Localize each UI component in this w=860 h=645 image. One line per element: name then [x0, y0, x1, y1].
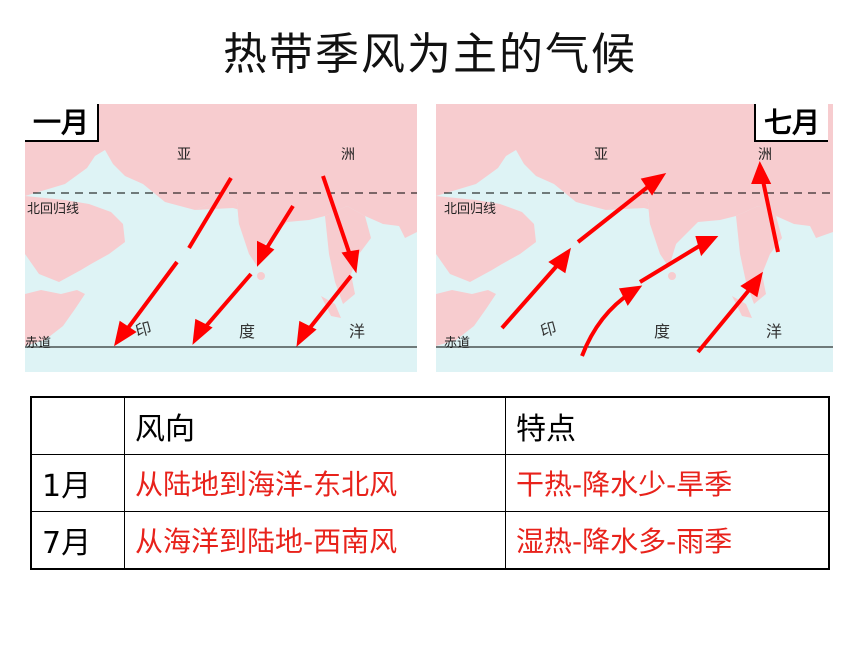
- tropic-label: 北回归线: [27, 202, 80, 217]
- table-row-month: 1月: [30, 454, 125, 512]
- wind-arrow: [760, 175, 780, 253]
- ocean-area: [436, 150, 833, 372]
- arabian-peninsula: [25, 196, 125, 282]
- ocean-label-2: 度: [654, 322, 671, 341]
- ocean-label-3: 洋: [766, 322, 783, 341]
- arrow-head: [618, 285, 643, 306]
- arrow-head: [695, 236, 719, 257]
- wind-arrow: [261, 204, 295, 256]
- january-map-graphic: [25, 104, 417, 372]
- asia-label-left: 亚: [594, 147, 608, 163]
- sumatra: [321, 296, 341, 318]
- arrow-head: [296, 320, 317, 347]
- table-header-wind: 风向: [124, 396, 506, 455]
- month-label-july: 七月: [753, 104, 828, 142]
- ocean-label-3: 洋: [349, 322, 366, 341]
- equator-label: 赤道: [25, 336, 52, 351]
- africa-horn: [436, 290, 496, 346]
- climate-table: 风向 特点 1月 从陆地到海洋-东北风 干热-降水少-旱季 7月 从海洋到陆地-…: [30, 396, 830, 570]
- table-header-empty: [30, 396, 125, 455]
- arrow-head: [341, 249, 360, 274]
- arrow-head: [192, 318, 213, 345]
- wind-arrow: [303, 274, 353, 336]
- table-row-month: 7月: [30, 511, 125, 570]
- july-map-graphic: [436, 104, 833, 372]
- africa-horn: [25, 290, 85, 346]
- sri-lanka: [257, 272, 265, 280]
- equator-label: 赤道: [444, 336, 471, 351]
- arrow-head: [751, 161, 772, 184]
- wind-arrows-january: [114, 175, 360, 347]
- arrow-head: [548, 247, 571, 274]
- table-header-row: 风向 特点: [30, 396, 830, 455]
- january-map: 一月 亚 洲 北回归线 赤道 印 度 洋: [25, 104, 417, 372]
- ocean-label-2: 度: [239, 322, 256, 341]
- table-cell-wind: 从陆地到海洋-东北风: [124, 454, 506, 512]
- wind-arrow: [187, 176, 233, 250]
- india: [606, 190, 684, 264]
- page-title: 热带季风为主的气候: [223, 29, 637, 80]
- asia-label-right: 洲: [341, 147, 355, 163]
- wind-arrow: [696, 282, 756, 354]
- month-label-january: 一月: [25, 104, 100, 142]
- asia-label-left: 亚: [177, 147, 191, 163]
- table-cell-wind: 从海洋到陆地-西南风: [124, 511, 506, 570]
- wind-arrow: [199, 272, 253, 334]
- wind-arrow: [638, 240, 708, 284]
- sri-lanka: [668, 272, 676, 280]
- arrow-head: [740, 271, 763, 298]
- july-map: 七月 亚 洲 北回归线 赤道 印 度 洋: [436, 104, 833, 372]
- wind-arrow: [576, 180, 656, 244]
- arrow-head: [257, 240, 275, 267]
- wind-arrow: [321, 175, 353, 259]
- tropic-label: 北回归线: [444, 202, 497, 217]
- table-cell-feature: 干热-降水少-旱季: [505, 454, 830, 512]
- table-row: 1月 从陆地到海洋-东北风 干热-降水少-旱季: [30, 454, 830, 512]
- southeast-asia: [736, 206, 782, 304]
- wind-arrow: [500, 258, 564, 330]
- wind-arrows-july: [500, 161, 780, 357]
- table-header-feature: 特点: [505, 396, 830, 455]
- arrow-head: [640, 173, 667, 196]
- arrow-head: [114, 320, 137, 347]
- table-cell-feature: 湿热-降水多-雨季: [505, 511, 830, 570]
- arabian-peninsula: [436, 196, 536, 282]
- table-row: 7月 从海洋到陆地-西南风 湿热-降水多-雨季: [30, 511, 830, 570]
- asia-label-right: 洲: [758, 147, 772, 163]
- wind-arrow: [123, 260, 179, 334]
